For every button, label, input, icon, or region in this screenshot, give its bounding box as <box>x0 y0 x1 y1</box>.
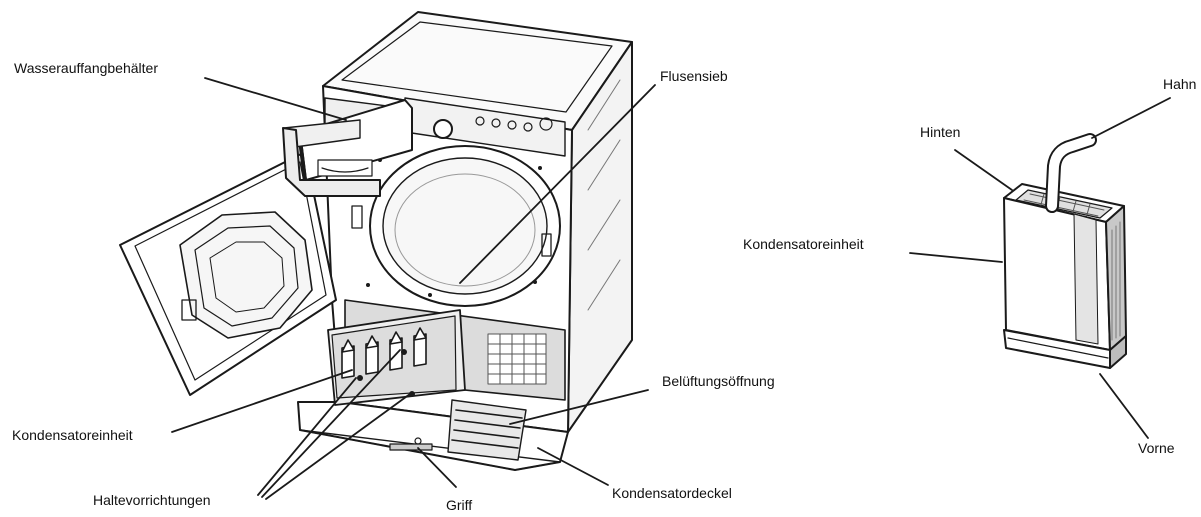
leader-kondensatoreinheit-left <box>171 369 353 433</box>
open-door <box>119 151 337 396</box>
leader-flusensieb <box>459 84 656 284</box>
leader-kondensatordeckel <box>537 447 609 486</box>
label-flusensieb: Flusensieb <box>660 68 728 84</box>
leader-vorne <box>1099 373 1149 439</box>
condenser-unit-detail <box>1003 133 1127 369</box>
leader-haltevorrichtungen-3 <box>265 393 411 500</box>
label-vorne: Vorne <box>1138 440 1175 456</box>
label-hahn: Hahn <box>1163 76 1197 92</box>
label-kondensatoreinheit-left: Kondensatoreinheit <box>12 427 133 443</box>
leader-kondensatoreinheit-right <box>909 252 1003 263</box>
label-haltevorrichtungen: Haltevorrichtungen <box>93 492 211 508</box>
label-wasserauffangbehaelter: Wasserauffangbehälter <box>14 60 158 76</box>
leader-belueftungsoeffnung <box>509 389 649 425</box>
label-kondensatordeckel: Kondensatordeckel <box>612 485 732 501</box>
leader-haltevorrichtungen-1 <box>257 377 357 496</box>
leader-lines <box>171 77 1171 500</box>
label-belueftungsoeffnung: Belüftungsöffnung <box>662 373 775 389</box>
leader-hinten <box>954 149 1013 191</box>
leader-haltevorrichtungen-2 <box>261 349 401 498</box>
leader-hahn <box>1091 97 1171 139</box>
label-kondensatoreinheit-right: Kondensatoreinheit <box>743 236 864 252</box>
leader-wasserauffangbehaelter <box>204 77 347 121</box>
label-hinten: Hinten <box>920 124 961 140</box>
label-griff: Griff <box>446 497 473 513</box>
water-container <box>282 99 413 197</box>
leader-griff <box>417 447 457 488</box>
